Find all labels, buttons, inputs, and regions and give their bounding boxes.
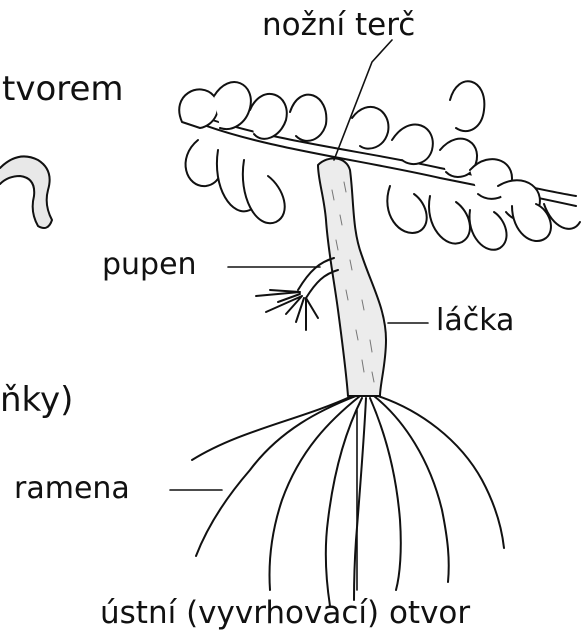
label-foot-disc: nožní terč — [262, 10, 415, 41]
tentacles-drawing — [192, 396, 504, 606]
label-tentacles: ramena — [14, 474, 130, 504]
label-mouth: ústní (vyvrhovací) otvor — [100, 598, 470, 629]
partial-worm-drawing — [0, 156, 52, 228]
plant-leaves — [179, 81, 580, 250]
label-bud: pupen — [102, 250, 197, 280]
bud-drawing — [256, 258, 338, 330]
hydra-body — [318, 158, 386, 396]
label-stalk: láčka — [436, 306, 514, 336]
